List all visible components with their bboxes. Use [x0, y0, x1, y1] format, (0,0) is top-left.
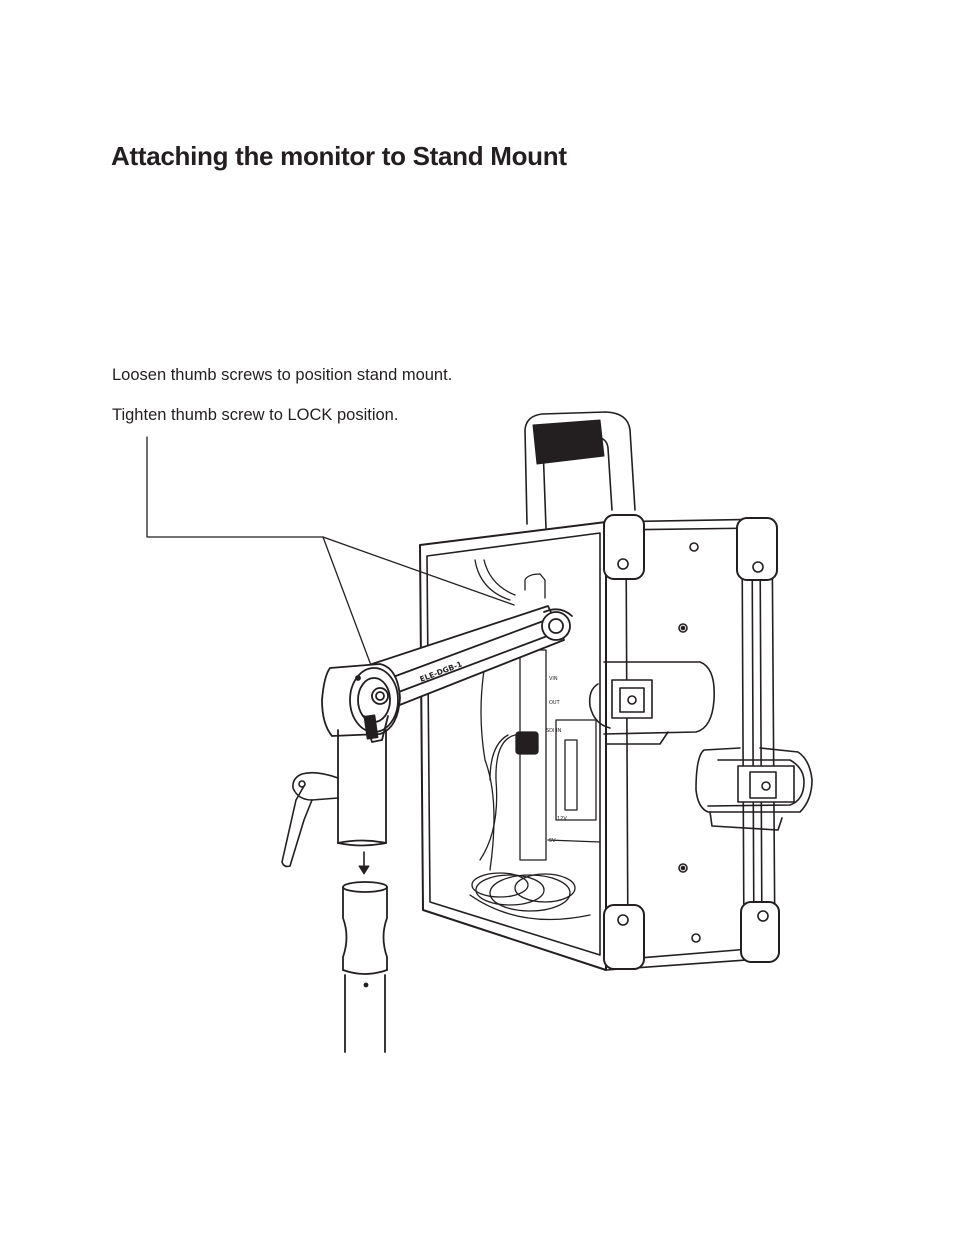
stand-pole	[342, 881, 388, 1053]
instruction-loosen-thumb-screws: Loosen thumb screws to position stand mo…	[112, 366, 453, 384]
case-interior	[469, 559, 601, 921]
port-label-out: OUT	[549, 700, 561, 706]
callout-leader-lines	[146, 436, 515, 669]
thumb-screw-head[interactable]	[321, 663, 401, 743]
case-latch-lower	[695, 747, 813, 831]
case-latch-upper	[588, 661, 716, 745]
instruction-tighten-thumb-screw: Tighten thumb screw to LOCK position.	[112, 406, 399, 424]
stand-mount-arm: ELE-DGB-1	[371, 605, 573, 709]
monitor-case	[419, 514, 780, 971]
side-locking-lever[interactable]	[281, 771, 339, 868]
page-title: Attaching the monitor to Stand Mount	[111, 141, 567, 171]
connector-port-labels: VIN OUT SDI IN 12V 5V	[546, 676, 567, 844]
port-label-vin: VIN	[549, 676, 558, 682]
port-label-5v: 5V	[549, 838, 556, 844]
stand-receiver-tube	[337, 729, 387, 847]
case-handle	[524, 411, 636, 529]
port-label-sdi-in: SDI IN	[546, 728, 562, 734]
insert-direction-arrow	[358, 851, 370, 875]
port-label-12v: 12V	[557, 816, 567, 822]
